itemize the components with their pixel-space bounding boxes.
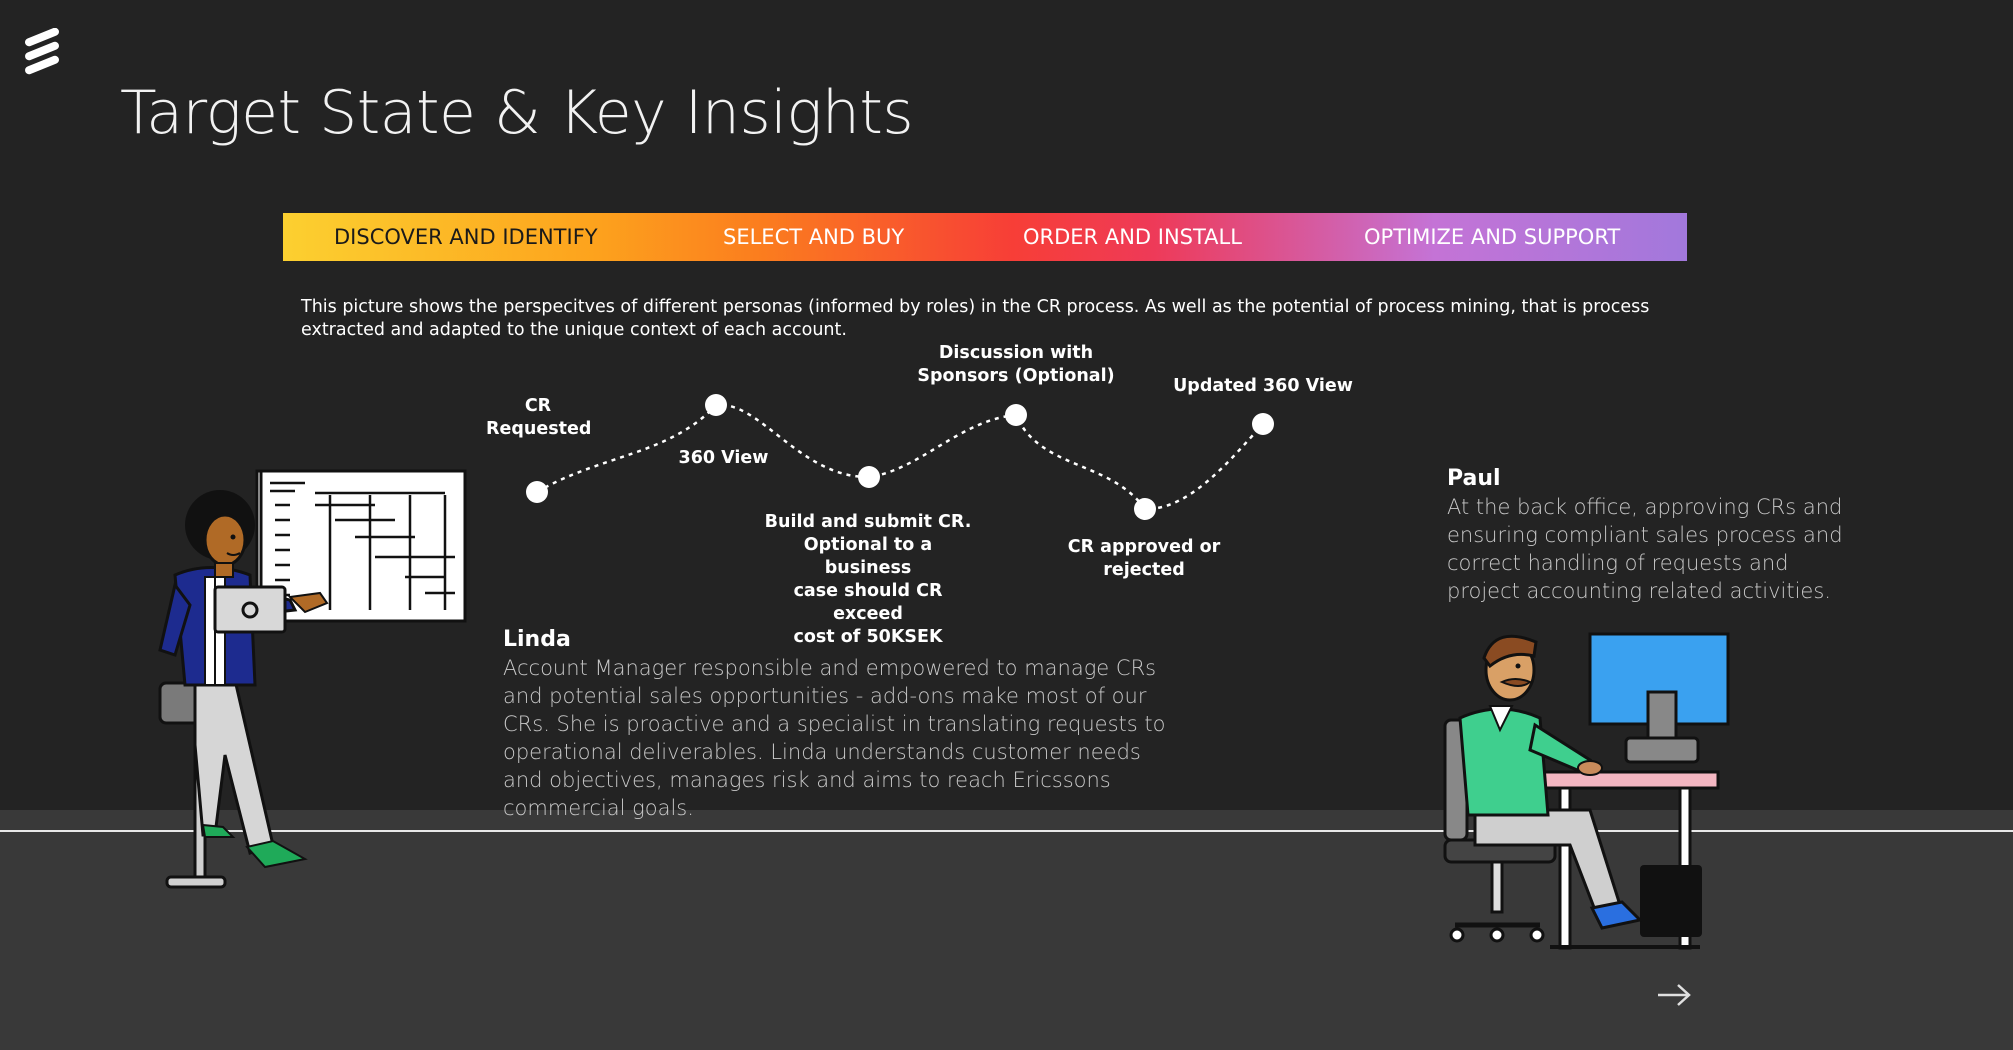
floor-line — [0, 830, 2013, 832]
phase-order: ORDER AND INSTALL — [1023, 225, 1242, 249]
persona-name-paul: Paul — [1447, 466, 1501, 491]
phase-optimize: OPTIMIZE AND SUPPORT — [1364, 225, 1621, 249]
persona-name-linda: Linda — [503, 627, 571, 652]
page-title: Target State & Key Insights — [120, 78, 914, 148]
step-dot-build-submit — [858, 466, 880, 488]
step-label-360-view: 360 View — [678, 448, 769, 468]
persona-desc-linda: Account Manager responsible and empowere… — [503, 656, 1166, 820]
step-label-discussion: Discussion with Sponsors (Optional) — [917, 343, 1115, 386]
phase-select: SELECT AND BUY — [723, 225, 905, 249]
paul-illustration — [1443, 632, 1730, 950]
phase-discover: DISCOVER AND IDENTIFY — [334, 225, 598, 249]
phase-bar: DISCOVER AND IDENTIFY SELECT AND BUY ORD… — [283, 213, 1687, 261]
step-dot-approved — [1134, 498, 1156, 520]
persona-desc-paul: At the back office, approving CRs and en… — [1447, 495, 1843, 603]
step-label-build-submit: Build and submit CR. Optional to a busin… — [764, 512, 972, 647]
intro-text: This picture shows the perspecitves of d… — [301, 297, 1650, 340]
ericsson-logo-icon — [25, 28, 59, 75]
step-label-cr-requested: CR Requested — [486, 396, 592, 439]
step-label-approved: CR approved or rejected — [1067, 537, 1221, 580]
linda-illustration — [158, 469, 467, 889]
step-dot-discussion — [1005, 404, 1027, 426]
step-dot-360-view — [705, 394, 727, 416]
step-label-updated-view: Updated 360 View — [1173, 376, 1353, 396]
step-dot-cr-requested — [526, 481, 548, 503]
arrow-right-icon[interactable] — [1656, 983, 1692, 1007]
step-dot-updated-view — [1252, 413, 1274, 435]
